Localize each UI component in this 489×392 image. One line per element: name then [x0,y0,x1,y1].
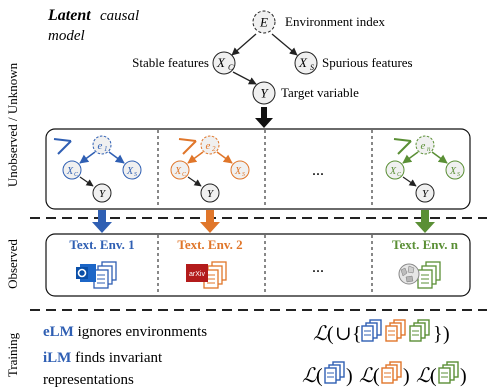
svg-text:S: S [134,172,137,178]
env-1-label: Text. Env. 1 [69,237,134,252]
env-node-e2 [200,135,220,155]
model-word: model [48,28,85,44]
stable-feature-node [212,51,236,75]
env-graph-1: e 1 X C X S Y [53,135,142,203]
down-arrow-black [255,107,273,128]
target-node-n [415,183,435,203]
svg-text:(: ( [373,365,380,387]
svg-text:X: X [66,166,74,177]
svg-text:X: X [234,166,242,177]
elm-description: eLM ignores environments [43,324,207,340]
svg-text:X: X [389,166,397,177]
svg-text:X: X [216,55,226,70]
svg-text:Y: Y [422,188,430,200]
svg-text:{: { [352,323,362,345]
env-graph-n: e n X C X S Y [385,135,465,203]
elm-loss-formula: ℒ ( ∪ { } ) [313,319,450,345]
svg-text:1: 1 [104,145,108,153]
causal-word: causal [100,8,139,24]
svg-text:Y: Y [99,188,107,200]
spurious-node-2 [230,160,250,180]
env-2-label: Text. Env. 2 [177,237,242,252]
svg-text:n: n [427,145,431,153]
observed-ellipsis: ... [312,259,324,276]
env-node-e1 [92,135,112,155]
latent-title: Latent [47,7,91,24]
svg-text:(: ( [327,323,334,345]
svg-text:e: e [421,140,426,152]
spurious-node-1 [122,160,142,180]
env-graph-2: e 2 X C X S Y [170,135,250,203]
env-node-en [415,135,435,155]
ilm-description-line2: representations [43,372,134,388]
stable-node-n [385,160,405,180]
outlook-icon [76,261,117,289]
stable-features-label: Stable features [132,55,209,70]
svg-text:(: ( [316,365,323,387]
svg-text:}: } [433,323,443,345]
svg-text:arXiv: arXiv [189,271,205,278]
svg-text:X: X [174,166,182,177]
down-arrow-blue [92,210,112,233]
svg-text:C: C [182,172,187,178]
top-causal-graph: E X C X S Y Environment index Stable fea… [132,10,413,105]
svg-text:e: e [206,140,211,152]
svg-text:Y: Y [207,188,215,200]
svg-text:C: C [228,63,234,72]
training-side-label: Training [5,332,20,377]
env-node-E [252,10,276,34]
svg-text:Y: Y [260,86,269,101]
arxiv-icon: arXiv [186,261,227,289]
svg-text:ℒ: ℒ [313,323,328,345]
wikipedia-globe-icon [398,261,441,289]
svg-text:∪: ∪ [335,323,352,345]
panel-ellipsis: ... [312,162,324,179]
svg-text:S: S [457,172,460,178]
svg-text:ℒ: ℒ [416,365,431,387]
svg-text:(: ( [430,365,437,387]
svg-text:ℒ: ℒ [302,365,317,387]
spurious-feature-node [294,51,318,75]
down-arrow-orange [200,210,220,233]
svg-text:): ) [403,365,410,387]
env-index-label: Environment index [285,14,386,29]
env-n-label: Text. Env. n [392,237,459,252]
spurious-features-label: Spurious features [322,55,413,70]
svg-text:C: C [397,172,402,178]
svg-text:2: 2 [212,145,216,153]
svg-text:X: X [449,166,457,177]
svg-text:e: e [98,140,103,152]
target-node-2 [200,183,220,203]
svg-text:): ) [443,323,450,345]
svg-text:X: X [126,166,134,177]
environment-graphs-box [45,128,471,210]
svg-text:): ) [346,365,353,387]
target-variable-label: Target variable [281,85,359,100]
stable-node-2 [170,160,190,180]
ilm-loss-formula: ℒ ( ) ℒ ( ) ℒ ( ) [302,361,467,387]
svg-text:S: S [242,172,245,178]
down-arrow-green [415,210,435,233]
observed-side-label: Observed [5,239,20,289]
unobserved-side-label: Unobserved / Unknown [5,62,20,187]
target-node [252,81,276,105]
spurious-node-n [445,160,465,180]
svg-text:S: S [310,63,314,72]
target-node-1 [92,183,112,203]
svg-text:X: X [298,55,308,70]
ilm-description: iLM finds invariant [43,350,163,366]
stable-node-1 [62,160,82,180]
svg-text:ℒ: ℒ [359,365,374,387]
observed-environments-box [45,233,471,297]
svg-text:): ) [460,365,467,387]
svg-text:C: C [74,172,79,178]
svg-text:E: E [259,15,268,30]
